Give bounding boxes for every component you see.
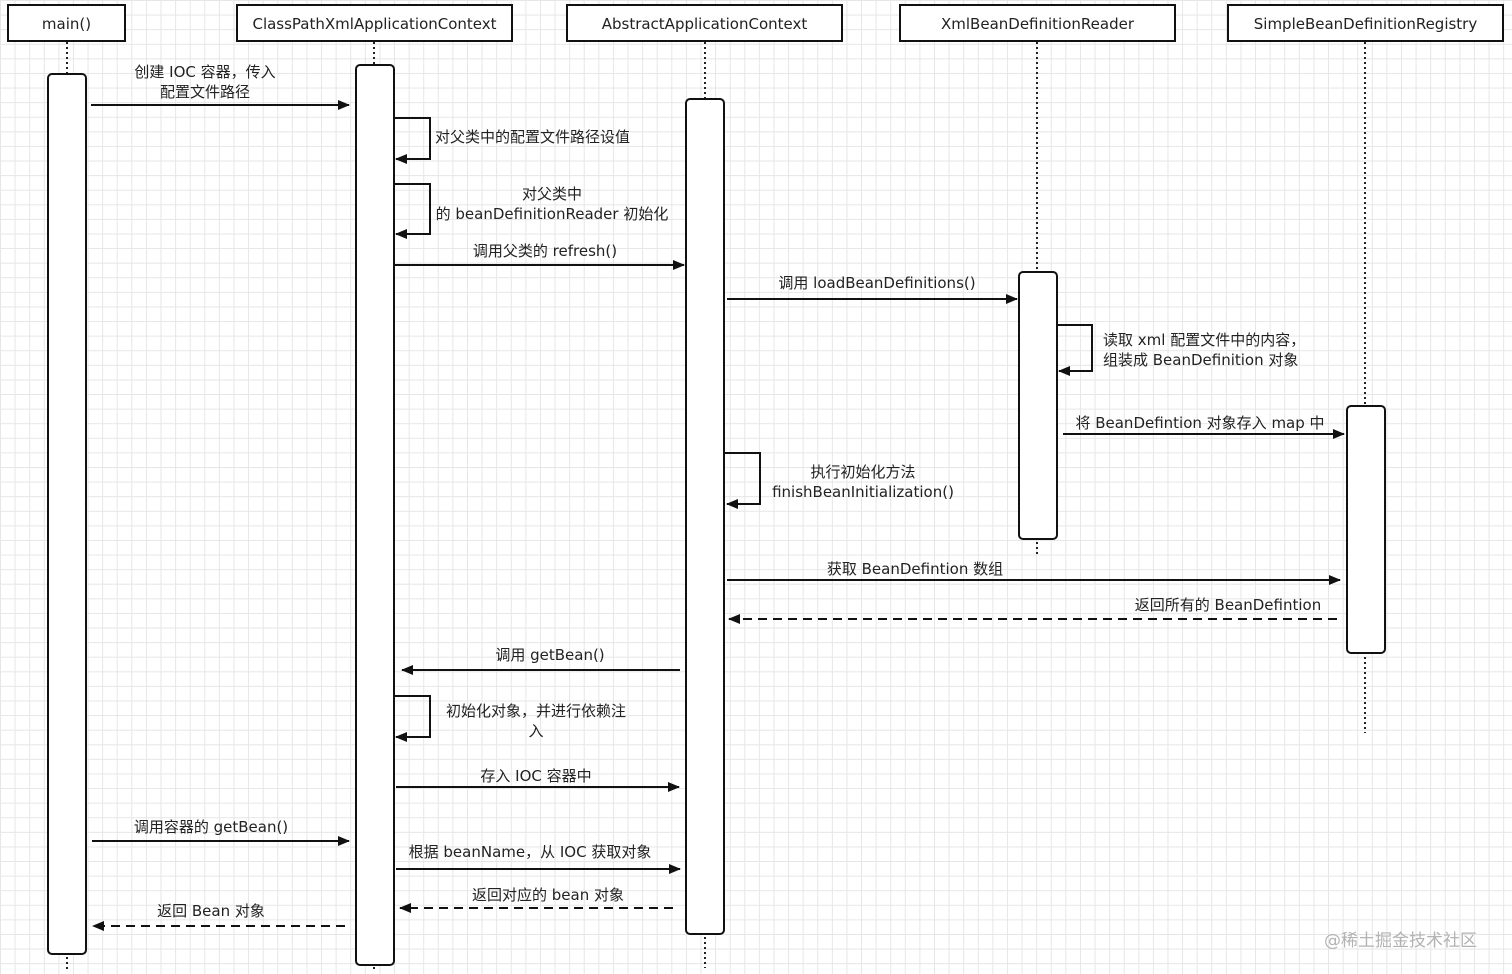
watermark: @稀土掘金技术社区 bbox=[1324, 931, 1477, 951]
set-config-path-arrow bbox=[394, 117, 431, 164]
get-defs-label: 获取 BeanDefintion 数组 bbox=[827, 560, 1003, 578]
read-xml-label: 读取 xml 配置文件中的内容， bbox=[1103, 331, 1305, 349]
main-getbean-label: 调用容器的 getBean() bbox=[134, 818, 288, 836]
call-refresh-label: 调用父类的 refresh() bbox=[473, 242, 617, 260]
cpx-header-label: ClassPathXmlApplicationContext bbox=[252, 15, 496, 33]
create-ioc-label: 配置文件路径 bbox=[160, 83, 250, 101]
create-ioc-label: 创建 IOC 容器，传入 bbox=[134, 63, 275, 81]
xbr-header-label: XmlBeanDefinitionReader bbox=[941, 15, 1135, 33]
store-map-label: 将 BeanDefintion 对象存入 map 中 bbox=[1075, 414, 1324, 432]
aac-header-label: AbstractApplicationContext bbox=[602, 15, 808, 33]
cpx-header-box bbox=[236, 4, 513, 42]
load-bean-defs-label: 调用 loadBeanDefinitions() bbox=[778, 274, 975, 292]
aac-header-box bbox=[566, 4, 843, 42]
read-xml-arrow bbox=[1057, 324, 1093, 376]
main-activation-bar bbox=[47, 73, 87, 955]
sbr-header-box bbox=[1227, 4, 1504, 42]
sbr-activation-bar bbox=[1346, 405, 1386, 654]
finish-init-arrow bbox=[725, 452, 761, 509]
init-reader-label: 对父类中 bbox=[522, 185, 582, 203]
return-bean-label: 返回 Bean 对象 bbox=[157, 902, 265, 920]
init-reader-arrow bbox=[394, 183, 431, 239]
read-xml-label: 组装成 BeanDefinition 对象 bbox=[1103, 351, 1298, 369]
main-header-box bbox=[7, 4, 126, 42]
xbr-activation-bar bbox=[1018, 271, 1058, 540]
init-reader-label: 的 beanDefinitionReader 初始化 bbox=[436, 205, 669, 223]
aac-activation-bar bbox=[685, 98, 725, 935]
call-getbean-label: 调用 getBean() bbox=[495, 646, 604, 664]
finish-init-label: finishBeanInitialization() bbox=[772, 483, 954, 501]
return-bean-obj-label: 返回对应的 bean 对象 bbox=[472, 886, 624, 904]
main-header-label: main() bbox=[42, 15, 91, 33]
cpx-activation-bar bbox=[355, 64, 395, 966]
finish-init-label: 执行初始化方法 bbox=[810, 463, 915, 481]
init-object-arrow bbox=[394, 695, 431, 742]
get-by-name-label: 根据 beanName，从 IOC 获取对象 bbox=[409, 843, 652, 861]
return-defs-label: 返回所有的 BeanDefintion bbox=[1135, 596, 1321, 614]
init-object-label: 入 bbox=[528, 722, 543, 740]
init-object-label: 初始化对象，并进行依赖注 bbox=[446, 702, 626, 720]
xbr-header-box bbox=[899, 4, 1176, 42]
set-config-path-label: 对父类中的配置文件路径设值 bbox=[435, 128, 630, 146]
sbr-header-label: SimpleBeanDefinitionRegistry bbox=[1254, 15, 1478, 33]
store-ioc-label: 存入 IOC 容器中 bbox=[480, 767, 591, 785]
